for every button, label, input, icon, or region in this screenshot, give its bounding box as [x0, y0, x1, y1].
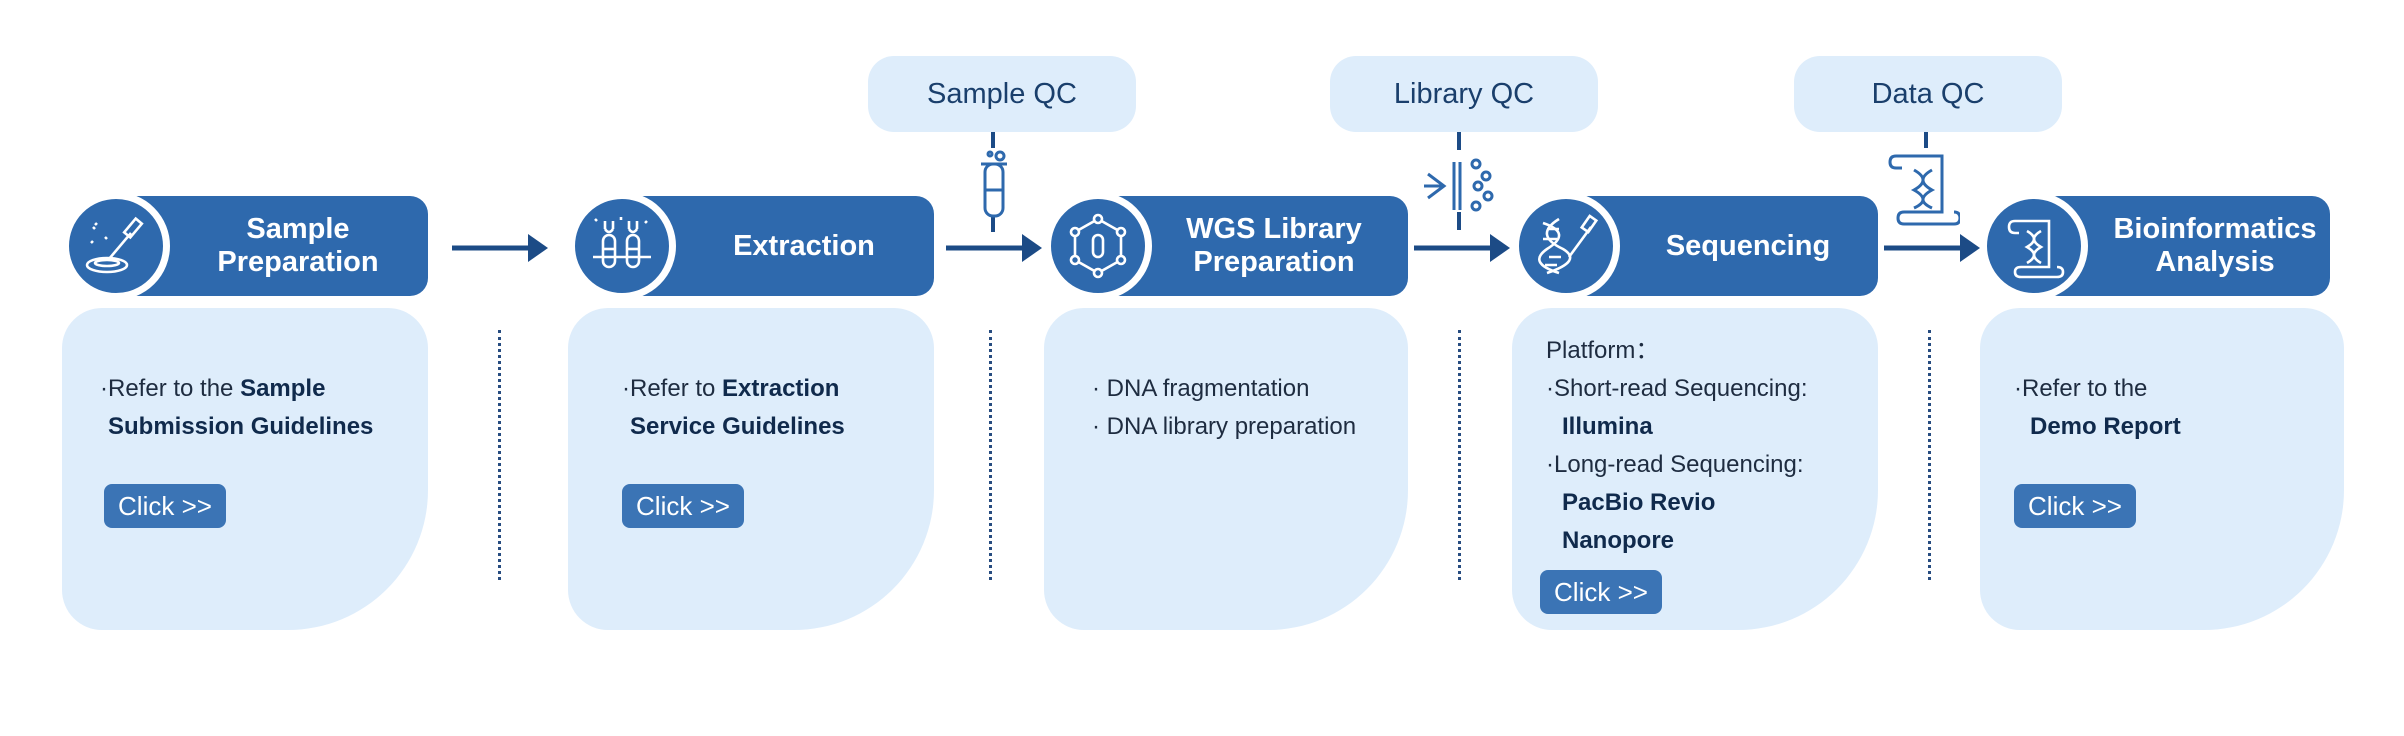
sample-guidelines-click-button[interactable]: Click >> [104, 484, 226, 528]
card-sequencing: Platform： ·Short-read Sequencing: Illumi… [1512, 308, 1878, 630]
filter-funnel-icon [1424, 158, 1494, 212]
card-text: ·Refer to Extraction Service Guidelines [622, 375, 845, 440]
step-icon-circle [62, 192, 170, 300]
extraction-guidelines-click-button[interactable]: Click >> [622, 484, 744, 528]
card-wgs-library-preparation: · DNA fragmentation · DNA library prepar… [1044, 308, 1408, 630]
card-sample-preparation: ·Refer to the Sample Submission Guidelin… [62, 308, 428, 630]
list-item: ·Short-read Sequencing: [1546, 375, 1808, 402]
sample-qc-label: Sample QC [927, 77, 1077, 110]
arrow-head-1 [528, 234, 548, 262]
step-title: WGS Library Preparation [1186, 213, 1362, 278]
step-header-bioinformatics-analysis: Bioinformatics Analysis [2040, 196, 2330, 296]
list-item: · DNA fragmentation [1092, 375, 1310, 402]
library-qc-label: Library QC [1393, 77, 1535, 110]
library-qc-pill: Library QC [1330, 56, 1598, 132]
demo-report-click-button[interactable]: Click >> [2014, 484, 2136, 528]
pacbio-label: PacBio Revio [1562, 489, 1716, 516]
card-extraction: ·Refer to Extraction Service Guidelines … [568, 308, 934, 630]
step-title: Bioinformatics Analysis [2113, 213, 2317, 278]
list-item: ·Long-read Sequencing: [1546, 451, 1804, 478]
separator-3 [1458, 330, 1461, 580]
sequencing-click-button[interactable]: Click >> [1540, 570, 1662, 614]
separator-2 [989, 330, 992, 580]
platform-label: Platform： [1546, 337, 1660, 364]
petri-dish-pipette-icon [85, 216, 144, 274]
separator-1 [498, 330, 501, 580]
arrow-head-3 [1490, 234, 1510, 262]
list-item: · DNA library preparation [1092, 413, 1357, 440]
step-title: Sample Preparation [217, 213, 379, 278]
step-icon-circle [1512, 192, 1620, 300]
data-qc-label: Data QC [1871, 77, 1985, 110]
card-text: Platform： ·Short-read Sequencing: Illumi… [1546, 332, 1866, 560]
dna-sequencing-icon [1538, 214, 1599, 275]
step-icon-circle [1980, 192, 2088, 300]
step-header-wgs-library-preparation: WGS Library Preparation [1090, 196, 1408, 296]
test-tubes-icon [593, 217, 651, 269]
card-text: · DNA fragmentation · DNA library prepar… [1092, 370, 1402, 446]
step-title: Extraction [733, 229, 875, 262]
data-qc-pill: Data QC [1794, 56, 2062, 132]
illumina-label: Illumina [1562, 413, 1653, 440]
nanopore-label: Nanopore [1562, 527, 1675, 554]
step-icon-circle [568, 192, 676, 300]
card-bioinformatics-analysis: ·Refer to the Demo Report Click >> [1980, 308, 2344, 630]
sample-qc-pill: Sample QC [868, 56, 1136, 132]
molecule-network-icon [1069, 213, 1127, 279]
card-text: ·Refer to the Sample Submission Guidelin… [100, 375, 374, 440]
arrow-head-4 [1960, 234, 1980, 262]
arrow-head-2 [1022, 234, 1042, 262]
step-title: Sequencing [1665, 229, 1831, 262]
dna-scroll-qc-icon [1888, 154, 1960, 226]
step-icon-circle [1044, 192, 1152, 300]
dna-scroll-icon [2007, 219, 2065, 279]
card-text: ·Refer to the Demo Report [2014, 375, 2181, 440]
separator-4 [1928, 330, 1931, 580]
test-tube-rack-icon [981, 150, 1007, 218]
